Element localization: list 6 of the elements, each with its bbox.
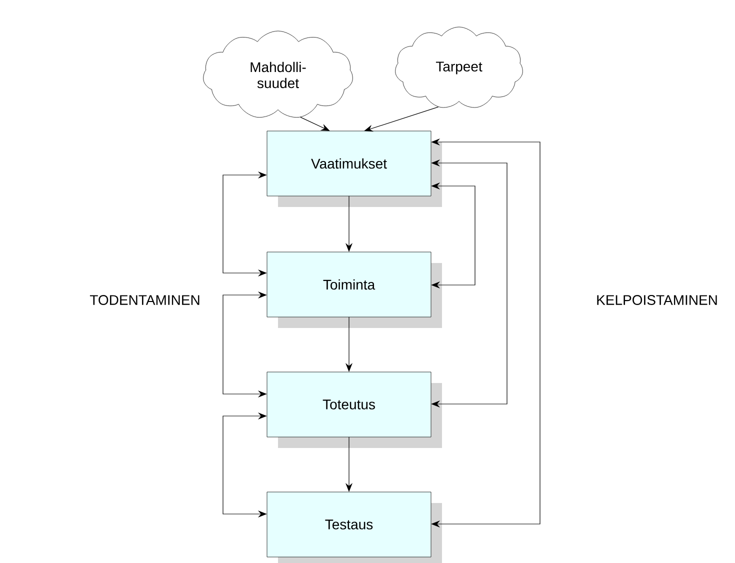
- side-label: TODENTAMINEN: [90, 295, 200, 305]
- side-label: KELPOISTAMINEN: [597, 295, 717, 305]
- process-box: Toteutus: [266, 372, 442, 448]
- process-box: Toiminta: [266, 252, 442, 328]
- process-box: Vaatimukset: [266, 130, 442, 207]
- process-box: Testaus: [266, 492, 442, 563]
